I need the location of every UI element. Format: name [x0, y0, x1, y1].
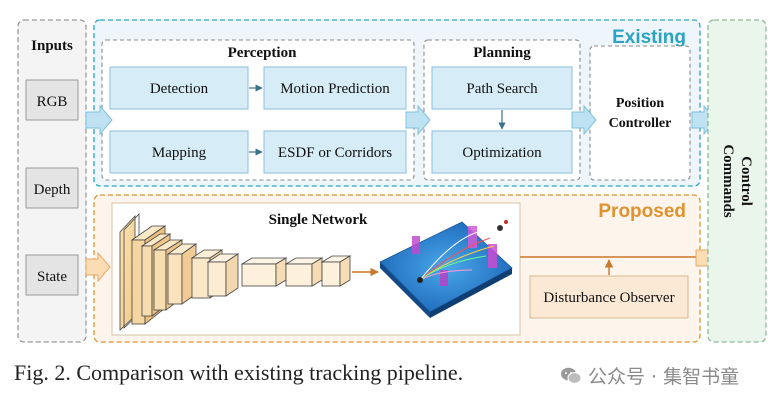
detection-label: Detection — [150, 81, 209, 97]
single-network-title: Single Network — [269, 212, 368, 228]
input-rgb: RGB — [25, 79, 79, 121]
detection-block: Detection — [109, 66, 249, 110]
input-depth-label: Depth — [34, 182, 71, 198]
single-network-box: Single Network — [111, 202, 521, 336]
inputs-title: Inputs — [31, 38, 73, 54]
position-controller-block: Position Controller — [589, 45, 691, 181]
input-depth: Depth — [25, 167, 79, 209]
input-rgb-label: RGB — [37, 94, 68, 110]
esdf-label: ESDF or Corridors — [278, 145, 392, 161]
motion-prediction-label: Motion Prediction — [280, 81, 390, 97]
wechat-icon — [561, 367, 582, 384]
motion-prediction-block: Motion Prediction — [263, 66, 407, 110]
position-controller-line1: Position — [616, 96, 664, 111]
planning-to-controller-arrow — [571, 104, 597, 136]
cnn-layers — [119, 212, 352, 331]
control-commands-line1: Control — [738, 156, 754, 206]
optimization-block: Optimization — [431, 130, 573, 174]
perception-to-planning-arrow — [405, 104, 431, 136]
esdf-block: ESDF or Corridors — [263, 130, 407, 174]
inputs-panel: Inputs RGB Depth State — [17, 19, 87, 343]
mapping-block: Mapping — [109, 130, 249, 174]
existing-label: Existing — [612, 27, 686, 48]
inputs-to-perception-arrow — [85, 104, 113, 136]
proposed-panel: Proposed Single Network — [85, 194, 721, 343]
planning-group: Planning Path Search Optimization — [423, 39, 581, 181]
disturbance-observer-block: Disturbance Observer — [529, 275, 689, 319]
position-controller-line2: Controller — [609, 116, 672, 131]
control-commands-line2: Commands — [720, 144, 736, 218]
watermark-text: 公众号 · 集智书童 — [588, 366, 740, 388]
pipeline-diagram: Inputs RGB Depth State Existing Percepti… — [17, 19, 767, 343]
control-commands-panel: Control Commands — [707, 19, 767, 343]
disturbance-observer-label: Disturbance Observer — [543, 290, 674, 306]
state-to-network-arrow — [85, 251, 111, 283]
perception-group: Perception Detection Motion Prediction M… — [101, 39, 415, 181]
input-state: State — [25, 254, 79, 296]
environment-map-image — [379, 220, 513, 318]
flow-arrows-existing — [85, 104, 717, 136]
optimization-label: Optimization — [462, 145, 542, 161]
planning-title: Planning — [473, 45, 531, 61]
watermark: 公众号 · 集智书童 — [560, 362, 739, 389]
path-search-label: Path Search — [466, 81, 538, 97]
input-state-label: State — [37, 269, 67, 285]
proposed-label: Proposed — [598, 201, 686, 222]
existing-panel: Existing Perception Detection Motion Pre… — [85, 19, 717, 187]
figure-caption: Fig. 2. Comparison with existing trackin… — [14, 360, 464, 385]
path-search-block: Path Search — [431, 66, 573, 110]
perception-title: Perception — [228, 45, 298, 61]
mapping-label: Mapping — [152, 145, 207, 161]
